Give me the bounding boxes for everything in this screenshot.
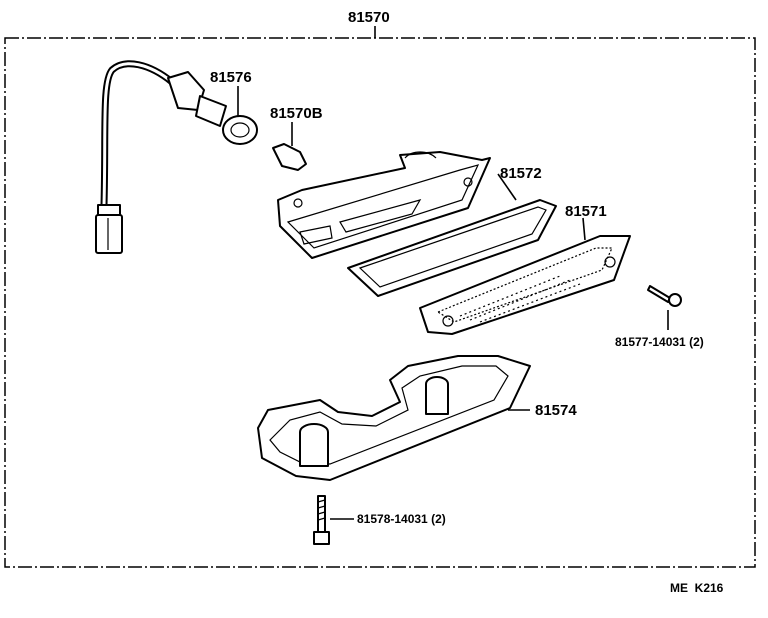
bolt bbox=[313, 495, 354, 545]
part-label-gasket: 81572 bbox=[500, 165, 542, 182]
gasket bbox=[347, 173, 557, 297]
diagram-code: ME K216 bbox=[670, 581, 724, 595]
part-label-lens: 81571 bbox=[565, 203, 607, 220]
housing bbox=[257, 355, 531, 481]
screw bbox=[647, 285, 682, 330]
assembly-number-label: 81570 bbox=[348, 9, 390, 26]
part-label-bulb: 81570B bbox=[270, 105, 323, 122]
part-label-socket: 81576 bbox=[210, 69, 252, 86]
part-label-screw: 81577-14031 (2) bbox=[615, 335, 704, 349]
socket-wire-assembly bbox=[95, 60, 258, 254]
reflector-unit bbox=[277, 151, 491, 259]
lens bbox=[419, 217, 631, 335]
assembly-boundary bbox=[4, 37, 756, 568]
part-label-bolt: 81578-14031 (2) bbox=[357, 512, 446, 526]
bulb bbox=[272, 122, 307, 171]
part-label-housing: 81574 bbox=[535, 402, 577, 419]
